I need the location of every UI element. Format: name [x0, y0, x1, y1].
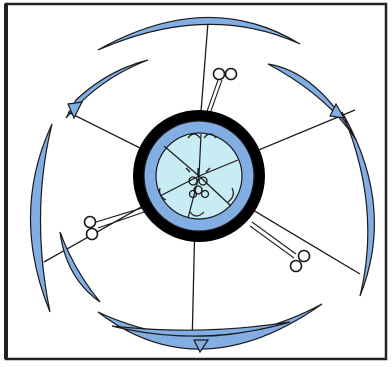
outer-arc-bottom	[98, 304, 322, 349]
stamen-left	[85, 208, 145, 240]
outer-arc-top	[98, 17, 300, 50]
anther	[85, 217, 96, 228]
inner-arc-lower-left	[60, 232, 100, 302]
center-gynoecium	[133, 110, 265, 242]
anther	[291, 261, 302, 272]
frame-left-shadow	[4, 4, 8, 359]
anther	[87, 229, 98, 240]
anther	[226, 69, 237, 80]
outer-arc-right	[342, 112, 374, 296]
inner-arc-upper-right	[268, 64, 356, 140]
inner-arc-upper-left-cusp	[68, 102, 82, 118]
outer-arc-left	[30, 124, 52, 312]
stamen-bottom-right	[250, 222, 310, 272]
anther	[299, 251, 310, 262]
anther	[214, 69, 225, 80]
